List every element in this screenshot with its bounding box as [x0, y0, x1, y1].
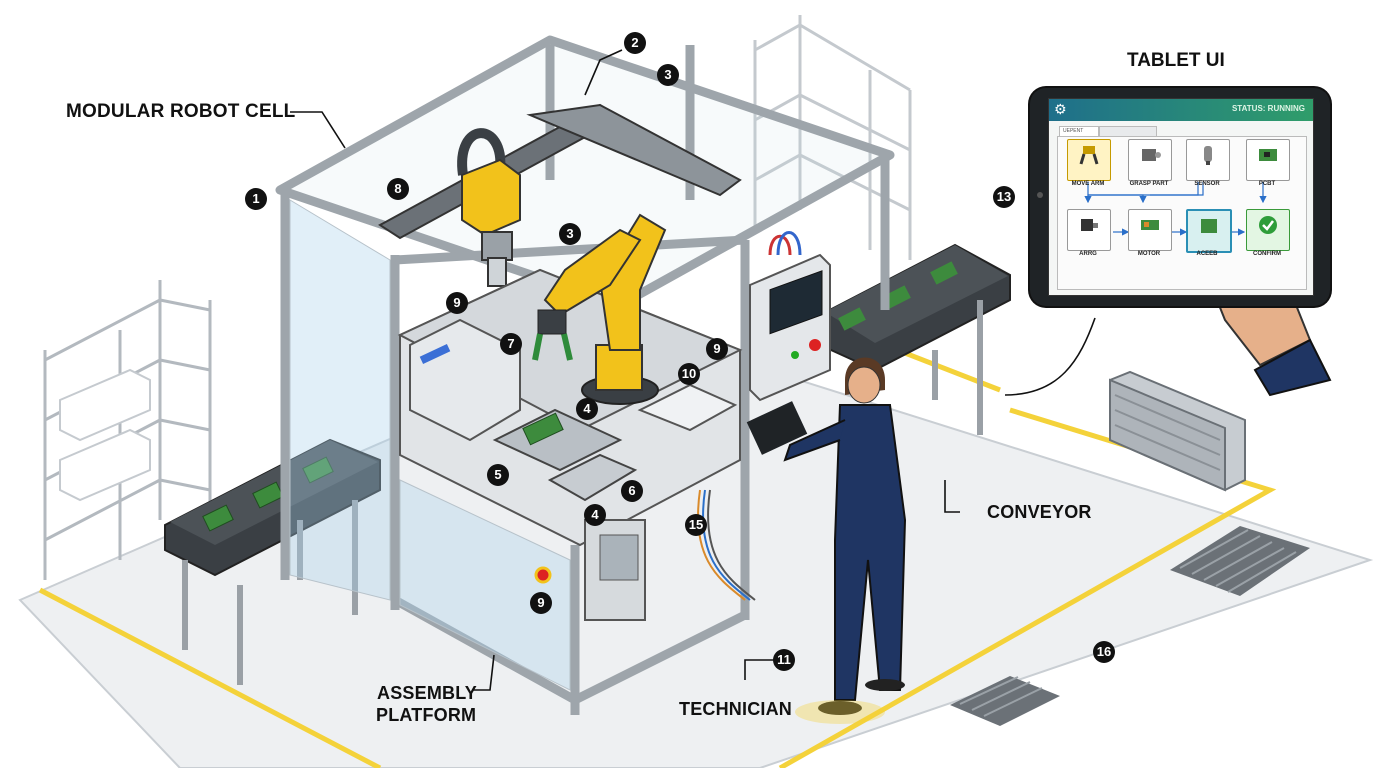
tablet-top-bar: ⚙ STATUS: RUNNING — [1049, 99, 1313, 121]
motor-icon — [1142, 149, 1161, 161]
safety-line-right — [778, 407, 1277, 771]
tab-first[interactable]: UEPENT — [1059, 126, 1099, 136]
callout-badge: 9 — [706, 338, 728, 360]
emergency-stop-button — [534, 566, 552, 584]
callout-badge: 5 — [487, 464, 509, 486]
callout-badge: 8 — [387, 178, 409, 200]
floor-grate-front — [950, 676, 1060, 726]
conveyor-left — [164, 438, 381, 685]
node-aceeb[interactable] — [1186, 209, 1232, 253]
workflow-panel: MOVE ARM GRASP PART SENSOR PCBT ARRG MOT… — [1057, 136, 1307, 290]
label-modular-robot-cell: MODULAR ROBOT CELL — [66, 101, 296, 122]
callout-badge: 6 — [621, 480, 643, 502]
pcb-icon — [1259, 149, 1277, 161]
tablet-screen: ⚙ STATUS: RUNNING UEPENT — [1048, 98, 1314, 296]
tab-second[interactable] — [1099, 126, 1157, 136]
node-label: CONFIRM — [1253, 251, 1281, 257]
gripper-icon — [1079, 146, 1099, 165]
node-label: PCBT — [1258, 181, 1276, 187]
check-icon — [1259, 216, 1277, 234]
callout-badge: 2 — [624, 32, 646, 54]
node-grasp-part[interactable] — [1128, 139, 1172, 181]
node-pcbt[interactable] — [1246, 139, 1290, 181]
label-technician: TECHNICIAN — [679, 699, 792, 719]
robot-arm — [532, 213, 667, 405]
technician-figure — [746, 357, 907, 724]
node-label: GRASP PART — [1129, 181, 1169, 187]
label-tablet-ui: TABLET UI — [1127, 50, 1225, 71]
gantry-head — [457, 128, 521, 287]
callout-badge: 7 — [500, 333, 522, 355]
leader-lines — [290, 49, 1096, 691]
callout-badge: 4 — [584, 504, 606, 526]
callout-badge: 11 — [773, 649, 795, 671]
callout-badge: 9 — [530, 592, 552, 614]
control-cabinet — [749, 231, 831, 402]
node-label: ACEEB — [1196, 251, 1218, 257]
node-label: SENSOR — [1194, 181, 1220, 187]
callout-badge: 13 — [993, 186, 1015, 208]
callout-badge: 16 — [1093, 641, 1115, 663]
assembly-icon — [1201, 219, 1217, 233]
tablet-camera — [1037, 192, 1043, 198]
shelf-boxes — [59, 368, 151, 502]
callout-badge: 3 — [559, 223, 581, 245]
floor-grate-right — [1170, 526, 1310, 596]
parts-bins — [409, 318, 738, 442]
status-text: STATUS: RUNNING — [1231, 104, 1305, 113]
glass-panel-front — [399, 479, 571, 691]
cell-frame — [275, 35, 895, 715]
callout-badge: 10 — [678, 363, 700, 385]
actuator-icon — [1081, 219, 1098, 231]
safety-line-left — [38, 587, 382, 771]
callout-badge: 15 — [685, 514, 707, 536]
node-label: MOVE ARM — [1071, 181, 1105, 187]
callout-badge: 1 — [245, 188, 267, 210]
label-conveyor: CONVEYOR — [987, 502, 1092, 522]
glass-panel-left — [289, 199, 391, 601]
fixture-plates — [492, 408, 638, 502]
callout-badge: 4 — [576, 398, 598, 420]
sensor-icon — [1204, 146, 1212, 165]
label-platform: PLATFORM — [376, 705, 477, 725]
board-icon — [1141, 220, 1159, 230]
cable-bundle — [697, 489, 756, 601]
gear-icon[interactable]: ⚙ — [1054, 101, 1067, 117]
label-assembly: ASSEMBLY — [377, 683, 477, 703]
workflow-connectors — [1084, 182, 1267, 236]
node-label: MOTOR — [1137, 251, 1161, 257]
node-sensor[interactable] — [1186, 139, 1230, 181]
storage-bin — [1109, 370, 1246, 492]
callout-badge: 3 — [657, 64, 679, 86]
node-move-arm[interactable] — [1067, 139, 1111, 181]
tablet-device: ⚙ STATUS: RUNNING UEPENT — [1030, 88, 1330, 306]
node-label: ARRG — [1079, 251, 1097, 257]
callout-badge: 9 — [446, 292, 468, 314]
node-motor[interactable] — [1128, 209, 1172, 251]
node-arrg[interactable] — [1067, 209, 1111, 251]
node-confirm[interactable] — [1246, 209, 1290, 251]
shelving-back — [753, 15, 912, 260]
